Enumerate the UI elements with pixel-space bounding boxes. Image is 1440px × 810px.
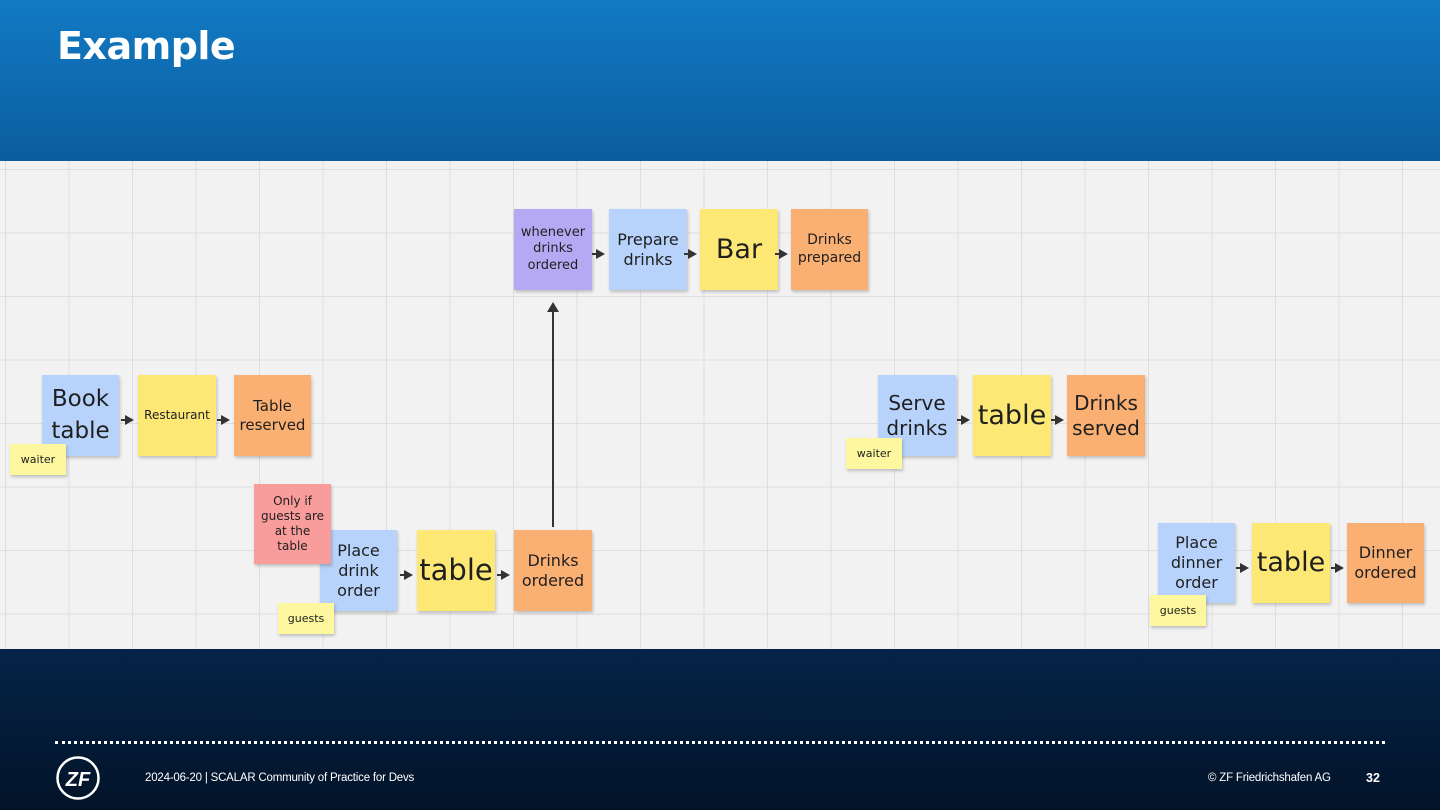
note-text: Restaurant (144, 408, 210, 422)
event-note-drinks-prepared[interactable]: Drinks prepared (791, 209, 868, 290)
arrow-icon (1331, 563, 1344, 573)
aggregate-note-table[interactable]: table (417, 530, 495, 611)
trigger-note-whenever-drinks-ordered[interactable]: whenever drinks ordered (514, 209, 592, 290)
event-note-drinks-ordered[interactable]: Drinks ordered (514, 530, 592, 611)
note-text: whenever drinks ordered (520, 225, 586, 273)
actor-note-guests[interactable]: guests (278, 603, 334, 634)
event-storming-board: whenever drinks ordered Prepare drinks B… (0, 161, 1440, 649)
note-text: Drinks ordered (521, 550, 585, 590)
aggregate-note-bar[interactable]: Bar (700, 209, 778, 290)
note-text: guests (287, 611, 325, 625)
event-note-table-reserved[interactable]: Table reserved (234, 375, 311, 456)
note-text: Bar (715, 233, 763, 265)
arrow-icon (1236, 563, 1249, 573)
note-text: Place drink order (337, 540, 380, 600)
note-text: table (419, 553, 493, 588)
footer-divider (55, 741, 1385, 744)
actor-note-guests[interactable]: guests (1150, 595, 1206, 626)
note-text: table (977, 399, 1047, 431)
note-text: waiter (856, 446, 892, 460)
note-text: Book table (51, 386, 110, 444)
footer-date-event: 2024-06-20 | SCALAR Community of Practic… (145, 772, 415, 784)
policy-note-only-if-guests[interactable]: Only if guests are at the table (254, 484, 331, 564)
aggregate-note-table[interactable]: table (1252, 523, 1330, 603)
connector-arrow (547, 302, 559, 527)
footer-copyright: © ZF Friedrichshafen AG (1208, 772, 1331, 784)
actor-note-waiter[interactable]: waiter (846, 438, 902, 469)
arrow-icon (121, 415, 134, 425)
slide-title: Example (57, 24, 236, 68)
note-text: waiter (20, 452, 56, 466)
event-note-drinks-served[interactable]: Drinks served (1067, 375, 1145, 456)
arrow-icon (957, 415, 970, 425)
command-note-prepare-drinks[interactable]: Prepare drinks (609, 209, 687, 290)
arrow-icon (775, 249, 788, 259)
zf-logo-icon: ZF (56, 756, 100, 800)
arrow-icon (217, 415, 230, 425)
note-text: Only if guests are at the table (260, 494, 325, 553)
aggregate-note-restaurant[interactable]: Restaurant (138, 375, 216, 456)
note-text: table (1256, 547, 1326, 579)
note-text: Drinks served (1072, 390, 1140, 440)
arrow-icon (592, 249, 605, 259)
slide-footer (0, 649, 1440, 810)
slide-header: Example (0, 0, 1440, 161)
note-text: Place dinner order (1170, 533, 1223, 592)
logo-text: ZF (65, 769, 91, 791)
note-text: Drinks prepared (797, 232, 862, 266)
aggregate-note-table[interactable]: table (973, 375, 1051, 456)
note-text: Table reserved (239, 396, 306, 434)
actor-note-waiter[interactable]: waiter (10, 444, 66, 475)
note-text: Prepare drinks (617, 229, 679, 269)
arrow-icon (497, 570, 510, 580)
page-number: 32 (1366, 771, 1380, 785)
event-note-dinner-ordered[interactable]: Dinner ordered (1347, 523, 1424, 603)
arrow-icon (400, 570, 413, 580)
note-text: guests (1159, 603, 1197, 617)
command-note-place-dinner-order[interactable]: Place dinner order (1158, 523, 1235, 603)
command-note-place-drink-order[interactable]: Place drink order (320, 530, 397, 611)
arrow-icon (684, 249, 697, 259)
note-text: Dinner ordered (1354, 543, 1417, 582)
arrow-icon (1051, 415, 1064, 425)
note-text: Serve drinks (886, 390, 948, 440)
command-note-book-table[interactable]: Book table (42, 375, 119, 456)
